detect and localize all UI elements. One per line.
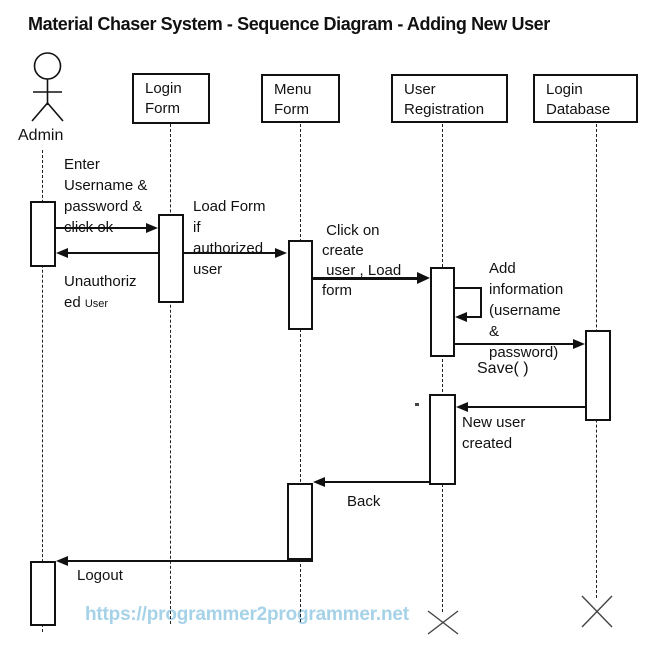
arrowhead-right-icon	[275, 248, 287, 258]
arrowhead-left-icon	[56, 556, 68, 566]
message-enter-credentials: Enter Username & password & click ok	[64, 156, 148, 236]
arrow-enter-credentials	[56, 227, 148, 229]
destruction-x-icon	[581, 595, 613, 628]
lifeline-head-menu-form: Menu Form	[261, 74, 340, 123]
actor-label: Admin	[18, 127, 64, 144]
lifeline-menu-form	[300, 124, 301, 622]
activation-login-database	[585, 330, 611, 421]
arrowhead-left-icon	[455, 312, 467, 322]
arrow-self-add-info-bottom	[466, 316, 482, 318]
lifeline-user-registration	[442, 124, 443, 612]
activation-login-form	[158, 214, 184, 303]
message-back: Back	[347, 493, 381, 510]
activation-user-registration-1	[430, 267, 455, 357]
message-unauthorized-text: Unauthoriz ed	[64, 273, 137, 311]
activation-admin-2	[30, 561, 56, 626]
activation-user-registration-2	[429, 394, 456, 485]
message-add-information: Add information (username & password)	[489, 260, 564, 361]
arrowhead-left-icon	[56, 248, 68, 258]
lifeline-head-user-registration: User Registration	[391, 74, 508, 123]
destruction-x-icon	[427, 610, 459, 635]
lifeline-head-login-database: Login Database	[533, 74, 638, 123]
message-save: Save( )	[477, 360, 529, 377]
stray-dot	[415, 403, 419, 406]
message-new-user-created: New user created	[462, 414, 526, 452]
arrowhead-left-icon	[313, 477, 325, 487]
activation-menu-form-2	[287, 483, 313, 560]
arrowhead-right-icon	[417, 272, 430, 284]
watermark-url: https://programmer2programmer.net	[85, 604, 409, 625]
arrow-logout	[66, 560, 313, 562]
activation-menu-form-1	[288, 240, 313, 330]
arrow-click-create	[313, 277, 419, 280]
arrow-back	[323, 481, 429, 483]
arrow-unauthorized	[66, 252, 158, 254]
arrow-self-add-info-side	[480, 287, 482, 318]
arrow-new-user-created	[466, 406, 585, 408]
lifeline-admin	[42, 150, 43, 632]
message-click-create: Click on create user , Load form	[322, 222, 402, 299]
activation-admin-1	[30, 201, 56, 267]
message-unauthorized: Unauthoriz ed User	[64, 271, 137, 315]
arrow-self-add-info-top	[455, 287, 482, 289]
arrowhead-right-icon	[146, 223, 158, 233]
arrow-load-form	[184, 252, 276, 254]
arrowhead-left-icon	[456, 402, 468, 412]
arrowhead-right-icon	[573, 339, 585, 349]
message-load-form: Load Form if authorized user	[193, 198, 266, 278]
arrow-save	[455, 343, 575, 345]
actor-stick-figure-icon	[31, 52, 64, 122]
message-logout: Logout	[77, 567, 123, 584]
lifeline-login-form	[170, 124, 171, 624]
diagram-title: Material Chaser System - Sequence Diagra…	[28, 14, 550, 34]
lifeline-head-login-form: Login Form	[132, 73, 210, 124]
message-unauthorized-user-text: User	[84, 298, 109, 310]
